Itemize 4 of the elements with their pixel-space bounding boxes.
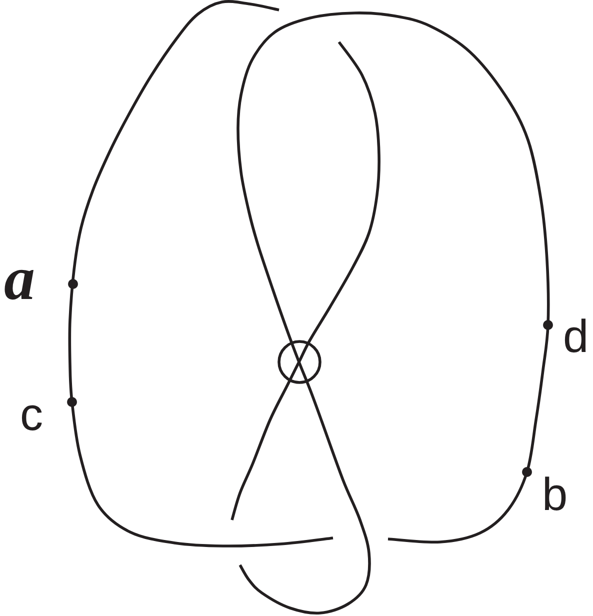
point-label: b xyxy=(542,471,568,517)
point-label: a xyxy=(4,248,35,310)
point-label: d xyxy=(563,313,589,359)
point-label: c xyxy=(20,391,43,437)
